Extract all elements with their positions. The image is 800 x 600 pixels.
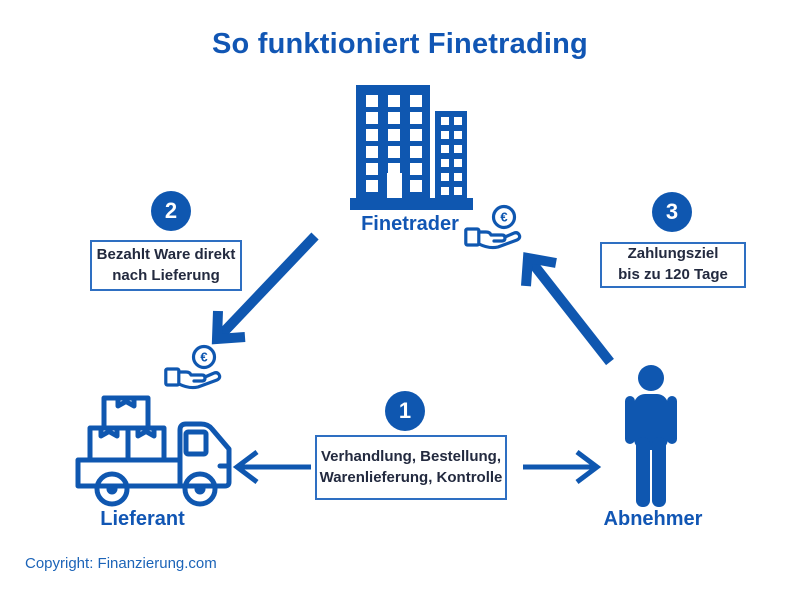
lieferant-entity <box>68 390 236 512</box>
arrow-to-lieferant <box>232 450 311 484</box>
step-3-line1: Zahlungsziel <box>627 245 719 263</box>
delivery-truck-icon <box>75 395 232 507</box>
finetrader-entity <box>350 85 473 210</box>
step-3-box: Zahlungsziel bis zu 120 Tage <box>600 242 746 288</box>
step-1-badge: 1 <box>385 391 425 431</box>
step-2-badge: 2 <box>151 191 191 231</box>
office-building-icon <box>350 85 473 210</box>
step-1-line2: Warenlieferung, Kontrolle <box>319 468 503 486</box>
step-2-box: Bezahlt Ware direkt nach Lieferung <box>90 240 242 291</box>
step-1-box: Verhandlung, Bestellung, Warenlieferung,… <box>315 435 507 500</box>
euro-symbol: € <box>500 210 507 225</box>
abnehmer-label: Abnehmer <box>603 508 703 530</box>
finetrader-label: Finetrader <box>361 213 459 235</box>
step-3-line2: bis zu 120 Tage <box>618 266 728 283</box>
arrow-to-abnehmer <box>523 450 602 484</box>
step-2-line2: nach Lieferung <box>112 266 220 284</box>
person-icon <box>625 365 677 507</box>
lieferant-label: Lieferant <box>100 508 185 530</box>
arrow-abnehmer-to-finetrader <box>521 252 614 366</box>
step-1-number: 1 <box>398 398 412 423</box>
step-3-badge: 3 <box>652 192 692 232</box>
step-2-line1: Bezahlt Ware direkt <box>96 245 236 263</box>
step-3-number: 3 <box>665 199 679 224</box>
euro-payment-icon-finetrader: € <box>464 204 526 252</box>
euro-symbol: € <box>200 350 207 365</box>
copyright-text: Copyright: Finanzierung.com <box>25 555 217 572</box>
step-2-number: 2 <box>164 198 178 223</box>
step-1-line1: Verhandlung, Bestellung, <box>320 447 502 465</box>
euro-payment-icon-lieferant: € <box>164 344 226 392</box>
page-title: So funktioniert Finetrading <box>212 28 588 60</box>
abnehmer-entity <box>622 365 680 510</box>
